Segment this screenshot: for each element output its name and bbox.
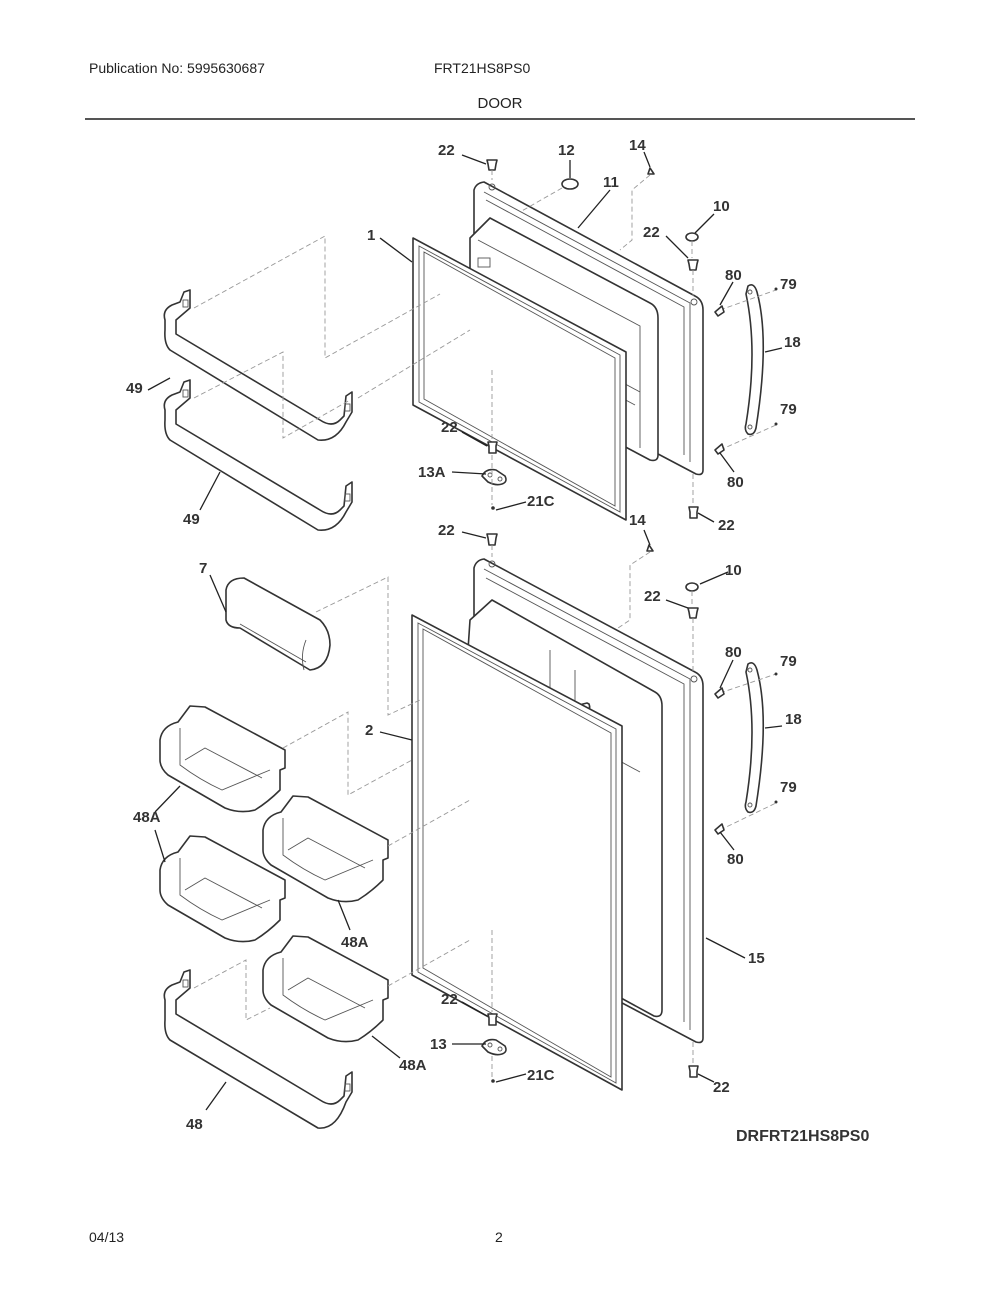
door-bin-48a-2[interactable] (262, 795, 389, 903)
page-number: 2 (495, 1229, 503, 1245)
callout-13a: 13A (418, 464, 446, 481)
header-divider (85, 118, 915, 120)
callout-79: 79 (780, 653, 797, 670)
plug-10-upper[interactable] (685, 232, 699, 242)
callout-1: 1 (367, 227, 375, 244)
callout-48: 48 (186, 1116, 203, 1133)
callout-48a: 48A (341, 934, 369, 951)
fresh-food-door-gasket[interactable] (411, 614, 623, 1091)
hinge-pin-22-upper-bottom[interactable] (487, 441, 498, 454)
callout-18: 18 (785, 711, 802, 728)
diagram-code: DRFRT21HS8PS0 (736, 1128, 870, 1145)
model-number: FRT21HS8PS0 (434, 60, 531, 76)
door-shelf-48[interactable] (163, 969, 353, 1129)
screw-79-upper-bottom[interactable] (774, 422, 778, 426)
callout-2: 2 (365, 722, 373, 739)
screw-21c-upper[interactable] (491, 506, 495, 510)
callout-48a: 48A (399, 1057, 427, 1074)
callout-22: 22 (441, 991, 458, 1008)
footer-date: 04/13 (89, 1229, 125, 1245)
callout-49: 49 (183, 511, 200, 528)
screw-79-upper-top[interactable] (774, 287, 778, 291)
screw-21c-lower[interactable] (491, 1079, 495, 1083)
hinge-pin-22-upper-lower-right[interactable] (688, 506, 699, 519)
hinge-pin-22-lower-lower-right[interactable] (688, 1065, 699, 1078)
screw-80-lower-bottom[interactable] (714, 823, 725, 835)
callout-13: 13 (430, 1036, 447, 1053)
door-bin-48a-1[interactable] (159, 705, 286, 813)
hinge-pin-22-upper-top[interactable] (486, 159, 498, 171)
hinge-13a[interactable] (481, 468, 507, 486)
door-bin-48a-3[interactable] (159, 835, 286, 943)
freezer-door-gasket[interactable] (412, 237, 627, 521)
hinge-pin-22-lower-right[interactable] (687, 607, 699, 619)
callout-12: 12 (558, 142, 575, 159)
hinge-13[interactable] (481, 1038, 507, 1056)
callout-80: 80 (727, 851, 744, 868)
hinge-pin-22-lower-bottom[interactable] (487, 1013, 498, 1026)
callout-22: 22 (441, 419, 458, 436)
callout-80: 80 (725, 644, 742, 661)
callout-22: 22 (718, 517, 735, 534)
callout-21c: 21C (527, 1067, 555, 1084)
callout-22: 22 (438, 142, 455, 159)
callout-14: 14 (629, 137, 646, 154)
callout-10: 10 (713, 198, 730, 215)
publication-number: Publication No: 5995630687 (89, 60, 265, 76)
screw-79-lower-top[interactable] (774, 672, 778, 676)
callout-18: 18 (784, 334, 801, 351)
hinge-pin-22-lower-top[interactable] (486, 533, 498, 546)
shelf-rail-49-upper[interactable] (163, 289, 353, 441)
callout-48a: 48A (133, 809, 161, 826)
screw-14-upper[interactable] (647, 167, 655, 175)
callout-7: 7 (199, 560, 207, 577)
screw-14-lower[interactable] (646, 544, 654, 552)
dairy-door-7[interactable] (225, 577, 331, 671)
callout-labels: 22 12 14 11 10 22 80 79 18 79 80 1 49 49… (126, 137, 802, 1133)
plug-12[interactable] (561, 178, 579, 190)
callout-10: 10 (725, 562, 742, 579)
section-title: DOOR (477, 95, 523, 112)
handle-18-upper[interactable] (744, 284, 765, 436)
callout-21c: 21C (527, 493, 555, 510)
callout-11: 11 (603, 174, 619, 191)
callout-49: 49 (126, 380, 143, 397)
handle-18-lower[interactable] (744, 662, 765, 814)
callout-79: 79 (780, 276, 797, 293)
callout-80: 80 (725, 267, 742, 284)
callout-80: 80 (727, 474, 744, 491)
screw-80-lower-top[interactable] (714, 687, 725, 699)
callout-22: 22 (643, 224, 660, 241)
screw-80-upper-top[interactable] (714, 305, 725, 317)
hinge-pin-22-upper-right[interactable] (687, 259, 699, 271)
callout-79: 79 (780, 401, 797, 418)
plug-10-lower[interactable] (685, 582, 699, 592)
shelf-rail-49-lower[interactable] (163, 379, 353, 531)
screw-80-upper-bottom[interactable] (714, 443, 725, 455)
callout-14: 14 (629, 512, 646, 529)
screw-79-lower-bottom[interactable] (774, 800, 778, 804)
callout-22: 22 (438, 522, 455, 539)
callout-79: 79 (780, 779, 797, 796)
callout-15: 15 (748, 950, 765, 967)
callout-22: 22 (644, 588, 661, 605)
callout-22: 22 (713, 1079, 730, 1096)
door-bin-48a-4[interactable] (262, 935, 389, 1043)
leader-lines (147, 151, 783, 1111)
